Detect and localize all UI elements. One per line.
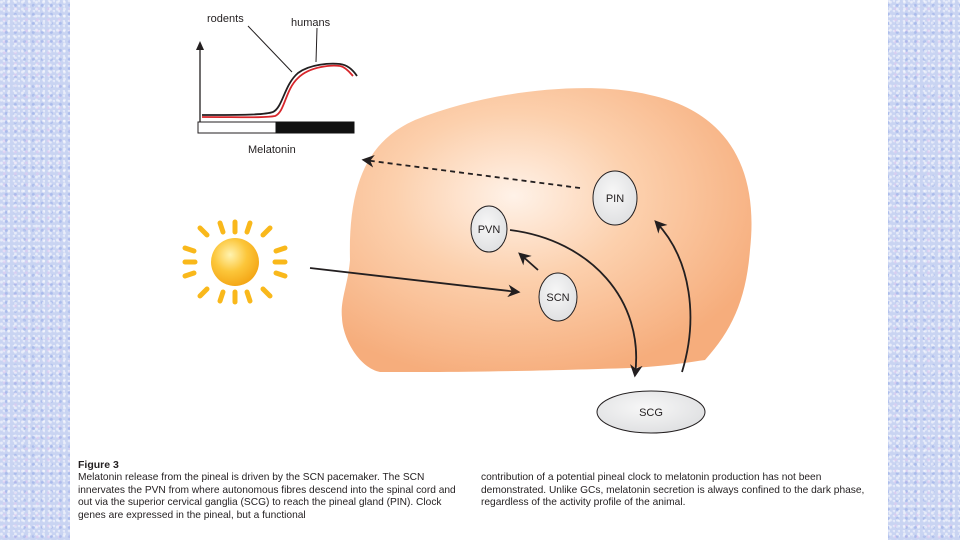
- pathway-diagram: rodents humans Melatonin: [182, 13, 752, 434]
- pvn-label: PVN: [478, 224, 501, 236]
- pin-node: PIN: [592, 170, 638, 226]
- scn-node: SCN: [538, 272, 578, 322]
- melatonin-graph: rodents humans Melatonin: [196, 13, 358, 156]
- rodents-label: rodents: [207, 13, 244, 25]
- caption-column-left: Melatonin release from the pineal is dri…: [78, 472, 456, 521]
- sun-icon: [182, 219, 288, 305]
- scn-to-pvn-arrow: [518, 252, 539, 271]
- light-to-scn-arrow: [309, 267, 521, 298]
- scg-node: SCG: [596, 390, 706, 434]
- head-silhouette: [341, 88, 752, 373]
- pin-to-graph-dashed-arrow: [361, 155, 581, 189]
- caption-column-right: contribution of a potential pineal clock…: [481, 472, 865, 509]
- figure-caption: Figure 3 Melatonin release from the pine…: [78, 459, 878, 521]
- scg-to-pin-arrow: [654, 220, 692, 373]
- pvn-node: PVN: [470, 205, 508, 253]
- light-phase-bar: [197, 121, 277, 134]
- human-curve: [201, 62, 358, 116]
- humans-label: humans: [291, 17, 331, 29]
- scn-label: SCN: [546, 292, 569, 304]
- pvn-to-scg-arrow: [509, 229, 643, 378]
- dark-phase-bar: [275, 121, 355, 134]
- caption-title: Figure 3: [78, 459, 119, 471]
- melatonin-label: Melatonin: [248, 144, 296, 156]
- scg-label: SCG: [639, 407, 663, 419]
- pin-label: PIN: [606, 193, 624, 205]
- rodent-curve: [201, 64, 354, 119]
- figure-panel: rodents humans Melatonin: [70, 0, 888, 540]
